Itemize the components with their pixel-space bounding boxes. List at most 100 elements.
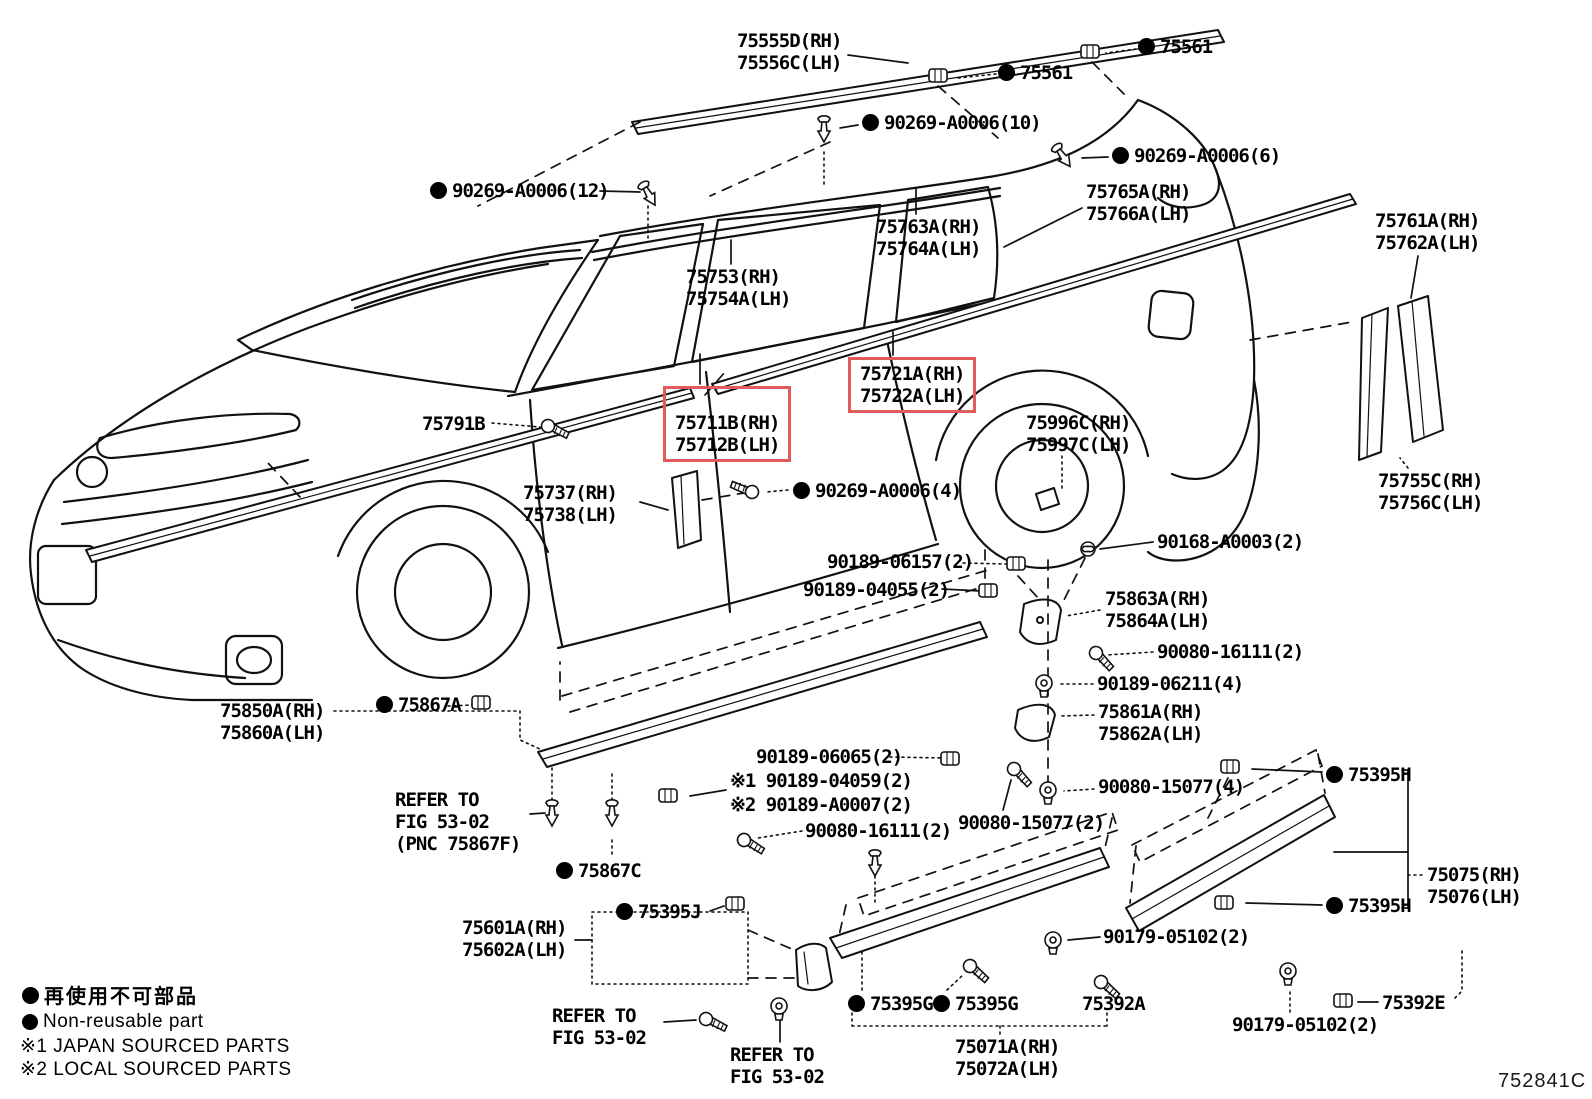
part-label-text: ※2 90189-A0007(2) — [730, 794, 913, 816]
non-reusable-dot-icon — [862, 114, 879, 131]
label-75561-a: 75561 — [1138, 36, 1213, 58]
pillar-cover-75755C-a — [1358, 307, 1389, 461]
label-75395H-b: 75395H — [1326, 895, 1412, 917]
label-90189-06157: 90189-06157(2) — [827, 551, 974, 573]
label-90179-05102-b: 90179-05102(2) — [1232, 1014, 1379, 1036]
exploded-mouldings — [85, 29, 1444, 992]
label-75711B: 75711B(RH)75712B(LH) — [663, 386, 792, 462]
legend-japan-sourced: ※1 JAPAN SOURCED PARTS — [20, 1035, 290, 1059]
part-label-text: 90179-05102(2) — [1232, 1014, 1379, 1036]
non-reusable-dot-icon — [933, 995, 950, 1012]
part-label-text: 90269-A0006(4) — [815, 480, 962, 502]
part-label-text: 75721A(RH)75722A(LH) — [860, 363, 965, 407]
non-reusable-dot-icon — [22, 987, 39, 1004]
non-reusable-dot-icon — [848, 995, 865, 1012]
part-label-text: 90080-15077(2) — [958, 812, 1105, 834]
label-90269-A0006-6: 90269-A0006(6) — [1112, 145, 1281, 167]
label-75867C: 75867C — [556, 860, 642, 882]
non-reusable-dot-icon — [22, 1014, 38, 1030]
part-label-text: 75601A(RH)75602A(LH) — [462, 917, 567, 961]
part-label-text: 75850A(RH)75860A(LH) — [220, 700, 325, 744]
label-75863A: 75863A(RH)75864A(LH) — [1105, 588, 1210, 632]
part-label-text: 752841C — [1498, 1070, 1587, 1092]
part-label-text: 75395G — [870, 993, 934, 1015]
label-75753: 75753(RH)75754A(LH) — [686, 266, 791, 310]
label-90080-15077-4: 90080-15077(4) — [1098, 776, 1245, 798]
part-label-text: 75763A(RH)75764A(LH) — [876, 216, 981, 260]
label-90269-A0006-10: 90269-A0006(10) — [862, 112, 1042, 134]
label-90189-06065: 90189-06065(2) — [756, 746, 903, 768]
part-label-text: 75561 — [1160, 36, 1213, 58]
part-label-text: 75395G — [955, 993, 1019, 1015]
non-reusable-dot-icon — [556, 862, 573, 879]
non-reusable-dot-icon — [376, 696, 393, 713]
part-label-text: 75861A(RH)75862A(LH) — [1098, 701, 1203, 745]
solid-leaders — [529, 54, 1419, 1043]
part-label-text: 75863A(RH)75864A(LH) — [1105, 588, 1210, 632]
part-label-text: 75996C(RH)75997C(LH) — [1026, 412, 1131, 456]
label-90168-A0003: 90168-A0003(2) — [1157, 531, 1304, 553]
part-label-text: 90080-16111(2) — [805, 820, 952, 842]
part-label-text: 75392E — [1382, 992, 1446, 1014]
part-label-text: 90080-15077(4) — [1098, 776, 1245, 798]
label-75861A: 75861A(RH)75862A(LH) — [1098, 701, 1203, 745]
dashed-lines — [267, 61, 1353, 979]
part-label-text: 75765A(RH)75766A(LH) — [1086, 181, 1191, 225]
part-label-text: 75555D(RH)75556C(LH) — [737, 30, 842, 74]
part-label-text: 75867C — [578, 860, 642, 882]
part-label-text: 90189-06211(4) — [1097, 673, 1244, 695]
label-75071A: 75071A(RH)75072A(LH) — [955, 1036, 1060, 1080]
part-label-text: 90080-16111(2) — [1157, 641, 1304, 663]
part-label-text: ※1 90189-04059(2) — [730, 770, 913, 792]
label-90189-A0007: ※2 90189-A0007(2) — [730, 794, 913, 816]
part-label-text: 90179-05102(2) — [1103, 926, 1250, 948]
label-75601A: 75601A(RH)75602A(LH) — [462, 917, 567, 961]
label-75721A: 75721A(RH)75722A(LH) — [848, 357, 977, 413]
label-75761A: 75761A(RH)75762A(LH) — [1375, 210, 1480, 254]
part-label-text: ※2 LOCAL SOURCED PARTS — [20, 1059, 292, 1080]
label-75763A: 75763A(RH)75764A(LH) — [876, 216, 981, 260]
label-90189-04055: 90189-04055(2) — [803, 579, 950, 601]
part-label-text: 75561 — [1020, 62, 1073, 84]
label-90269-A0006-4: 90269-A0006(4) — [793, 480, 962, 502]
label-75867A: 75867A — [376, 694, 462, 716]
part-label-text: 75392A — [1082, 993, 1146, 1015]
non-reusable-dot-icon — [1326, 897, 1343, 914]
part-label-text: 90269-A0006(6) — [1134, 145, 1281, 167]
non-reusable-dot-icon — [1112, 147, 1129, 164]
part-label-text: 75755C(RH)75756C(LH) — [1378, 470, 1483, 514]
part-label-text: 90269-A0006(12) — [452, 180, 610, 202]
part-label-text: 90168-A0003(2) — [1157, 531, 1304, 553]
label-75395J: 75395J — [616, 901, 702, 923]
label-75765A: 75765A(RH)75766A(LH) — [1086, 181, 1191, 225]
part-label-text: 75711B(RH)75712B(LH) — [675, 412, 780, 456]
part-label-text: 75075(RH)75076(LH) — [1427, 864, 1522, 908]
label-75996C: 75996C(RH)75997C(LH) — [1026, 412, 1131, 456]
label-75555D: 75555D(RH)75556C(LH) — [737, 30, 842, 74]
legend-nonreusable-jp: 再使用不可部品 — [22, 984, 198, 1008]
non-reusable-dot-icon — [793, 482, 810, 499]
non-reusable-dot-icon — [1326, 766, 1343, 783]
part-label-text: 90189-06065(2) — [756, 746, 903, 768]
label-90080-16111-b: 90080-16111(2) — [805, 820, 952, 842]
non-reusable-dot-icon — [998, 64, 1015, 81]
label-75395G-a: 75395G — [848, 993, 934, 1015]
part-label-text: Non-reusable part — [43, 1011, 204, 1032]
non-reusable-dot-icon — [616, 903, 633, 920]
part-label-text: 75071A(RH)75072A(LH) — [955, 1036, 1060, 1080]
label-75755C: 75755C(RH)75756C(LH) — [1378, 470, 1483, 514]
non-reusable-dot-icon — [430, 182, 447, 199]
label-90080-15077-2: 90080-15077(2) — [958, 812, 1105, 834]
part-label-text: 90189-04055(2) — [803, 579, 950, 601]
label-90189-06211: 90189-06211(4) — [1097, 673, 1244, 695]
part-label-text: 75395H — [1348, 764, 1412, 786]
part-label-text: 90189-06157(2) — [827, 551, 974, 573]
